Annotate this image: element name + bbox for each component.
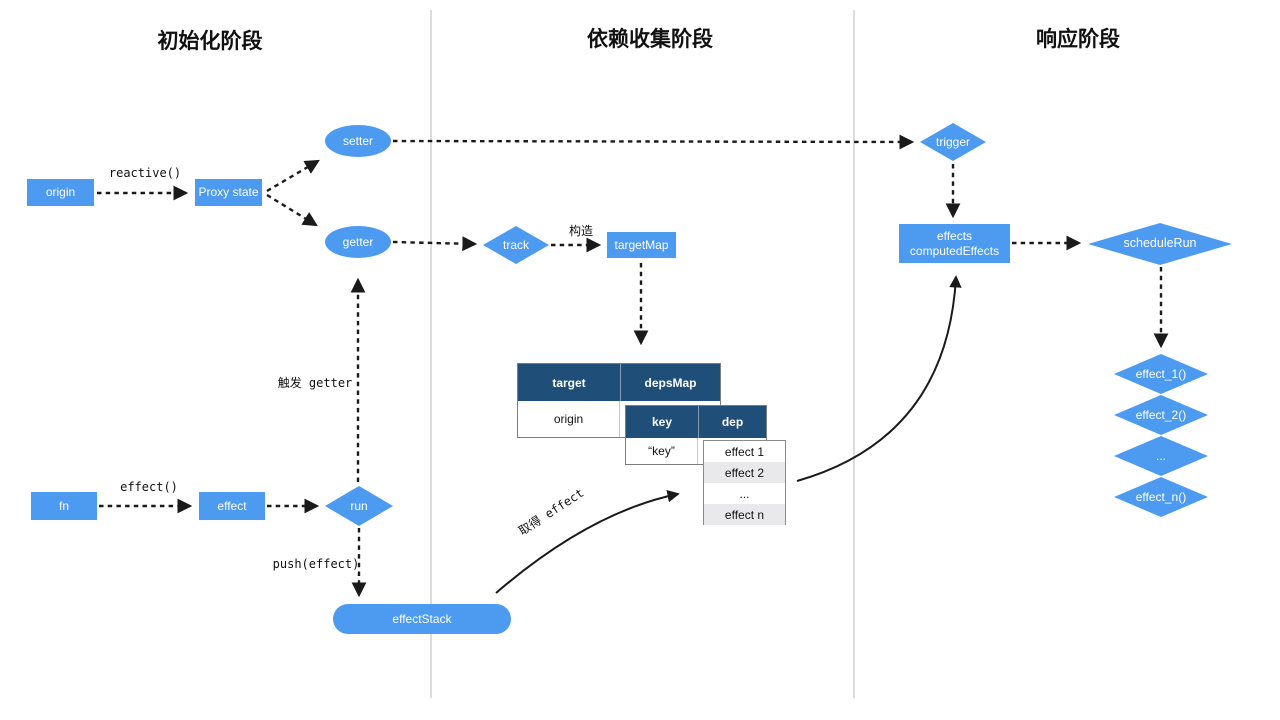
label-get-effect: 取得 effect bbox=[516, 485, 587, 539]
arrow-proxy-to-setter bbox=[266, 159, 320, 193]
effect-list-item: ... bbox=[739, 486, 750, 501]
effect-list-item: effect 2 bbox=[704, 462, 785, 483]
arrow-proxy-to-getter bbox=[266, 193, 318, 227]
table-target-depsmap: target depsMap origin bbox=[517, 363, 721, 438]
phase-divider-left bbox=[430, 10, 432, 698]
node-effect-ellipsis: ... bbox=[1114, 436, 1208, 476]
node-effect-n: effect_n() bbox=[1114, 477, 1208, 517]
node-effect-stack: effectStack bbox=[333, 604, 511, 634]
phase-divider-right bbox=[853, 10, 855, 698]
node-trigger: trigger bbox=[920, 123, 986, 161]
table-header-dep: dep bbox=[698, 406, 766, 438]
table-header-target: target bbox=[552, 375, 586, 390]
node-track: track bbox=[483, 226, 549, 264]
node-effect: effect bbox=[199, 492, 265, 520]
label-construct: 构造 bbox=[568, 224, 593, 238]
curve-effectstack-to-effectlist bbox=[495, 490, 680, 594]
node-run: run bbox=[325, 486, 393, 526]
node-effect-2: effect_2() bbox=[1114, 395, 1208, 435]
label-push-effect: push(effect) bbox=[272, 557, 360, 571]
node-fn: fn bbox=[31, 492, 97, 520]
label-reactive-call: reactive() bbox=[108, 166, 182, 180]
node-effect-1: effect_1() bbox=[1114, 354, 1208, 394]
effects-line2: computedEffects bbox=[909, 243, 1000, 258]
table-header-key: key bbox=[651, 415, 673, 429]
node-origin: origin bbox=[27, 179, 94, 206]
effects-line1: effects bbox=[936, 228, 973, 243]
arrow-setter-to-trigger bbox=[392, 134, 915, 150]
node-effects-computed-effects: effects computedEffects bbox=[899, 224, 1010, 263]
table-effect-list: effect 1 effect 2 ... effect n bbox=[703, 440, 786, 525]
phase-title-respond: 响应阶段 bbox=[1036, 28, 1120, 51]
node-target-map: targetMap bbox=[607, 232, 676, 258]
arrow-getter-to-track bbox=[392, 236, 478, 252]
table-header-depsmap: depsMap bbox=[620, 364, 720, 401]
label-trigger-getter: 触发 getter bbox=[277, 376, 353, 390]
node-schedule-run: scheduleRun bbox=[1088, 223, 1232, 265]
table-cell-origin: origin bbox=[518, 401, 620, 437]
curve-effectlist-to-effects bbox=[796, 275, 962, 482]
node-getter: getter bbox=[325, 226, 391, 258]
effect-list-item: effect 1 bbox=[724, 444, 765, 459]
effect-list-item: effect n bbox=[704, 504, 785, 525]
table-cell-key: “key” bbox=[626, 438, 698, 464]
phase-title-init: 初始化阶段 bbox=[157, 30, 263, 53]
phase-title-collect: 依赖收集阶段 bbox=[587, 28, 713, 51]
table-key-dep: key dep “key” bbox=[625, 405, 767, 465]
label-effect-call: effect() bbox=[120, 480, 178, 494]
node-setter: setter bbox=[325, 125, 391, 157]
node-proxy-state: Proxy state bbox=[195, 179, 262, 206]
